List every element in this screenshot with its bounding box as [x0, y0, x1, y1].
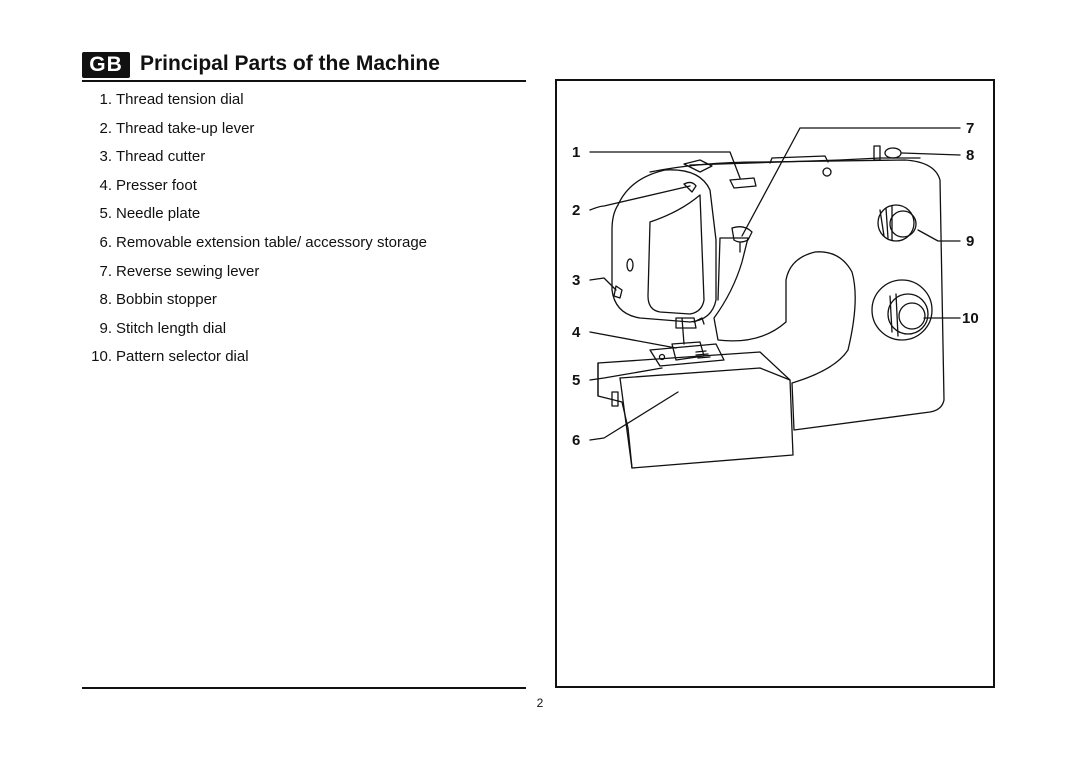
stitch-length-dial-drawing — [877, 204, 915, 242]
callout-5: 5 — [572, 372, 580, 389]
item-number: 8. — [99, 291, 112, 309]
list-item: 10.Pattern selector dial — [82, 343, 427, 372]
leader-line-9 — [917, 229, 961, 242]
bobbin-winder-spindle-drawing — [873, 145, 881, 161]
item-label: Stitch length dial — [116, 319, 227, 337]
item-number: 7. — [99, 262, 112, 280]
list-item: 7.Reverse sewing lever — [82, 258, 427, 287]
needle-bar-drawing — [681, 317, 685, 345]
callout-7: 7 — [966, 120, 974, 137]
list-item: 5.Needle plate — [82, 200, 427, 229]
callout-10: 10 — [962, 310, 979, 327]
extension-table-face-drawing — [619, 377, 633, 469]
leader-line-5 — [589, 367, 663, 381]
item-label: Needle plate — [116, 205, 201, 223]
spool-rest-drawing — [769, 155, 829, 164]
top-screw-drawing — [822, 167, 832, 177]
figure-frame — [555, 79, 995, 688]
page-title: Principal Parts of the Machine — [140, 52, 440, 75]
callout-1: 1 — [572, 144, 580, 161]
list-item: 3.Thread cutter — [82, 143, 427, 172]
pattern-selector-dial-knob-drawing — [898, 302, 926, 330]
item-number: 10. — [91, 348, 112, 366]
list-item: 9.Stitch length dial — [82, 315, 427, 344]
tension-slot-drawing — [729, 177, 757, 189]
item-label: Bobbin stopper — [116, 291, 217, 309]
item-number: 4. — [99, 176, 112, 194]
pattern-selector-dial-rim-drawing — [871, 279, 933, 341]
leader-line-8 — [901, 152, 961, 156]
table-latch-drawing — [611, 391, 619, 407]
item-label: Thread cutter — [116, 148, 206, 166]
head-face-panel-drawing — [647, 194, 705, 315]
item-label: Removable extension table/ accessory sto… — [116, 233, 428, 251]
leader-line-4 — [589, 331, 677, 349]
callout-9: 9 — [966, 233, 974, 250]
parts-list: 1.Thread tension dial 2.Thread take-up l… — [82, 86, 427, 372]
thread-cutter-drawing — [613, 285, 623, 299]
leader-line-7 — [741, 127, 961, 237]
stitch-length-dial-grip-drawing — [879, 205, 893, 241]
callout-3: 3 — [572, 272, 580, 289]
extension-table-top-drawing — [619, 367, 791, 381]
item-label: Thread tension dial — [116, 91, 244, 108]
list-item: 8.Bobbin stopper — [82, 286, 427, 315]
leader-line-3 — [589, 277, 617, 291]
machine-body-drawing — [649, 159, 945, 431]
item-label: Reverse sewing lever — [116, 262, 260, 280]
item-number: 5. — [99, 205, 112, 223]
tension-dial-drawing — [683, 159, 713, 173]
presser-foot-drawing — [671, 341, 705, 361]
presser-foot-screw-drawing — [693, 317, 705, 325]
callout-4: 4 — [572, 324, 581, 341]
machine-head-drawing — [611, 169, 717, 323]
stitch-length-dial-knob-drawing — [889, 210, 917, 238]
item-number: 1. — [99, 91, 112, 108]
list-item: 4.Presser foot — [82, 172, 427, 201]
language-badge: GB — [82, 52, 130, 78]
pattern-selector-dial-grip-drawing — [889, 293, 899, 337]
leader-line-1 — [589, 151, 741, 179]
item-number: 3. — [99, 148, 112, 166]
callout-8: 8 — [966, 147, 974, 164]
feed-dog-drawing — [695, 350, 711, 359]
needle-plate-drawing — [649, 343, 725, 367]
list-item: 6.Removable extension table/ accessory s… — [82, 229, 427, 258]
item-number: 6. — [99, 233, 112, 251]
item-label: Pattern selector dial — [116, 348, 249, 366]
callout-2: 2 — [572, 202, 580, 219]
leader-line-2 — [589, 185, 691, 211]
needle-clamp-drawing — [675, 317, 697, 329]
item-number: 9. — [99, 319, 112, 337]
item-number: 2. — [99, 119, 112, 137]
reverse-lever-drawing — [731, 226, 753, 243]
top-cover-drawing — [689, 157, 921, 166]
list-item: 2.Thread take-up lever — [82, 115, 427, 144]
bobbin-stopper-drawing — [884, 147, 902, 159]
take-up-lever-drawing — [683, 181, 697, 193]
item-label: Thread take-up lever — [116, 119, 255, 137]
leader-line-6 — [589, 391, 679, 441]
item-label: Presser foot — [116, 176, 197, 194]
footer-rule — [82, 687, 526, 689]
needle-plate-screw-drawing — [658, 353, 666, 361]
pattern-selector-dial-drawing — [887, 293, 929, 335]
section-header: GB Principal Parts of the Machine — [82, 50, 526, 82]
page-number: 2 — [536, 696, 544, 710]
callout-6: 6 — [572, 432, 580, 449]
head-indicator-drawing — [626, 258, 634, 272]
list-item: 1.Thread tension dial — [82, 86, 427, 115]
